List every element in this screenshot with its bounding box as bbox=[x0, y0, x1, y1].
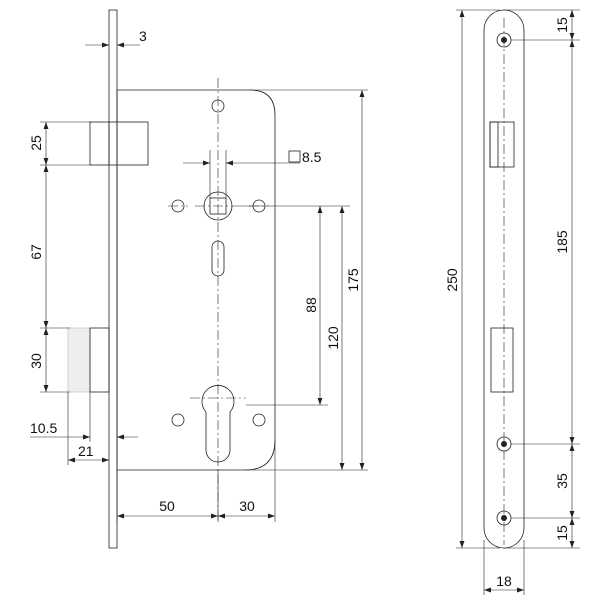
dim-vertical-right: 88 120 175 bbox=[241, 89, 368, 471]
dim-spindle-square-label: 8.5 bbox=[302, 149, 322, 165]
latch-bolt-inner bbox=[108, 121, 149, 166]
dim-latch-to-bolt-label: 67 bbox=[28, 244, 44, 260]
dim-plate-length-label: 250 bbox=[444, 268, 460, 292]
dim-latch-height-label: 25 bbox=[28, 135, 44, 151]
dim-bottom-hole-offset-label: 15 bbox=[554, 525, 570, 541]
lock-case bbox=[116, 89, 276, 471]
lower-screw-right bbox=[252, 413, 266, 427]
dim-plate-thickness: 3 bbox=[85, 28, 147, 48]
lower-screw-left bbox=[171, 413, 185, 427]
latch-opening-inner bbox=[489, 121, 499, 168]
dim-latch-bolt-vertical: 25 67 30 bbox=[28, 121, 92, 393]
dim-bolt-projection: 10.5 21 bbox=[30, 392, 138, 465]
bolt-opening bbox=[490, 327, 514, 393]
dim-projection-label: 21 bbox=[78, 443, 94, 459]
dim-case-height-label: 175 bbox=[345, 268, 361, 292]
dim-backset-label: 50 bbox=[159, 498, 175, 514]
dim-lower-hole-spacing-label: 35 bbox=[554, 473, 570, 489]
faceplate-front-view: 250 15 185 35 15 18 bbox=[444, 9, 580, 595]
lock-side-view: 3 25 67 30 10.5 21 bbox=[28, 9, 368, 549]
dim-front-width: 18 bbox=[483, 540, 525, 595]
guide-slot bbox=[211, 240, 225, 277]
latch-opening bbox=[489, 121, 515, 168]
dim-spindle-to-cylinder-label: 88 bbox=[303, 297, 319, 313]
latch-bolt bbox=[89, 121, 110, 166]
dead-bolt-outline bbox=[67, 327, 91, 393]
dim-backset: 50 30 bbox=[116, 440, 276, 522]
dim-plate-width-label: 18 bbox=[496, 573, 512, 589]
top-hole bbox=[211, 99, 225, 113]
dim-hole-spacing-label: 185 bbox=[554, 230, 570, 254]
dim-plate-thickness-label: 3 bbox=[139, 28, 147, 44]
faceplate-edge bbox=[108, 9, 118, 549]
dim-spindle-square: 8.5 bbox=[183, 149, 322, 198]
dead-bolt bbox=[89, 327, 110, 393]
dim-centre-spacing-label: 30 bbox=[239, 498, 255, 514]
dim-bolt-offset-label: 10.5 bbox=[30, 420, 57, 436]
dim-front-vertical: 250 15 185 35 15 bbox=[444, 9, 580, 549]
dim-top-hole-offset-label: 15 bbox=[554, 17, 570, 33]
dim-spindle-to-bottom-label: 120 bbox=[325, 326, 341, 350]
cylinder-hole bbox=[201, 385, 235, 463]
dim-bolt-height-label: 30 bbox=[28, 353, 44, 369]
